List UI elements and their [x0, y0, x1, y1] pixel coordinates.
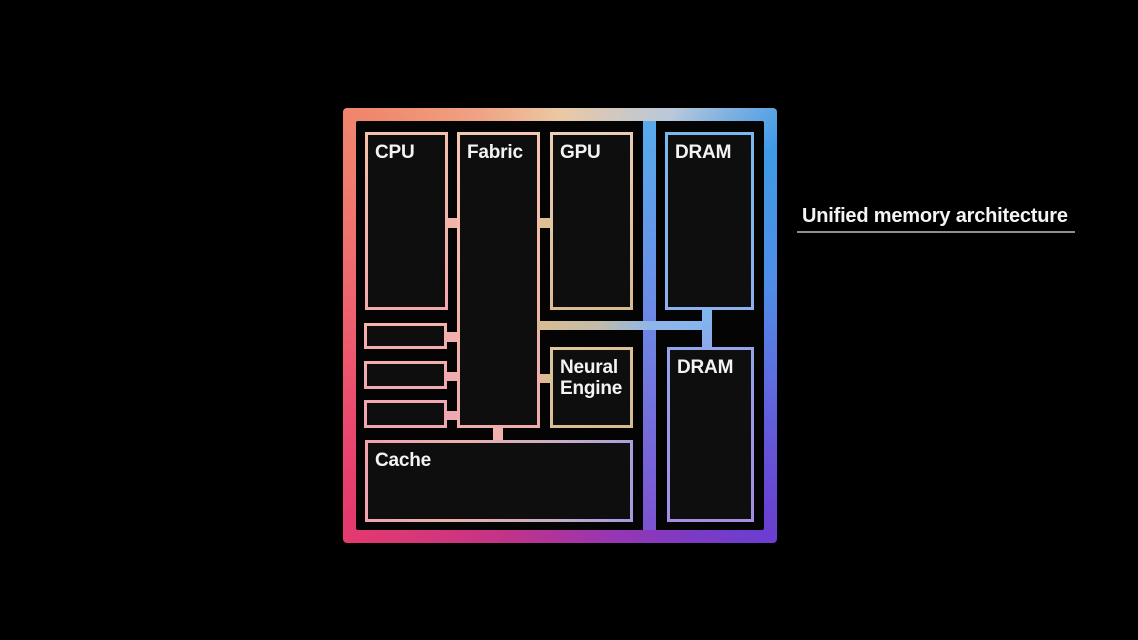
block-cpu: CPU [365, 132, 448, 310]
small-block-2 [364, 361, 447, 389]
block-fabric: Fabric [457, 132, 540, 428]
caption-underline [797, 231, 1075, 233]
caption: Unified memory architecture [797, 204, 1077, 233]
small-block-1 [364, 323, 447, 349]
block-dram-top-label: DRAM [675, 142, 732, 163]
block-neural-engine-label: Neural Engine [560, 357, 623, 399]
connector-gpu-fabric [540, 218, 550, 228]
connector-small3-fabric [447, 411, 457, 420]
caption-title: Unified memory architecture [802, 205, 1068, 227]
chip-package-diagram: CPU Fabric GPU DRAM Neural Engine DRAM C… [343, 108, 777, 543]
block-cache: Cache [365, 440, 633, 522]
memory-bus-horizontal [537, 321, 712, 330]
block-dram-bottom: DRAM [667, 347, 754, 522]
block-neural-engine: Neural Engine [550, 347, 633, 428]
small-block-3 [364, 400, 447, 428]
block-dram-bottom-label: DRAM [677, 357, 734, 378]
connector-small2-fabric [447, 372, 457, 381]
block-cpu-label: CPU [375, 142, 415, 163]
connector-small1-fabric [447, 332, 457, 342]
block-gpu-label: GPU [560, 142, 601, 163]
block-dram-top: DRAM [665, 132, 754, 310]
block-cache-label: Cache [375, 450, 432, 471]
block-fabric-label: Fabric [467, 142, 523, 163]
connector-ne-fabric [540, 374, 550, 383]
connector-cpu-fabric [448, 218, 457, 228]
memory-bus-vertical [702, 309, 712, 348]
connector-fabric-cache [493, 428, 503, 440]
block-gpu: GPU [550, 132, 633, 310]
